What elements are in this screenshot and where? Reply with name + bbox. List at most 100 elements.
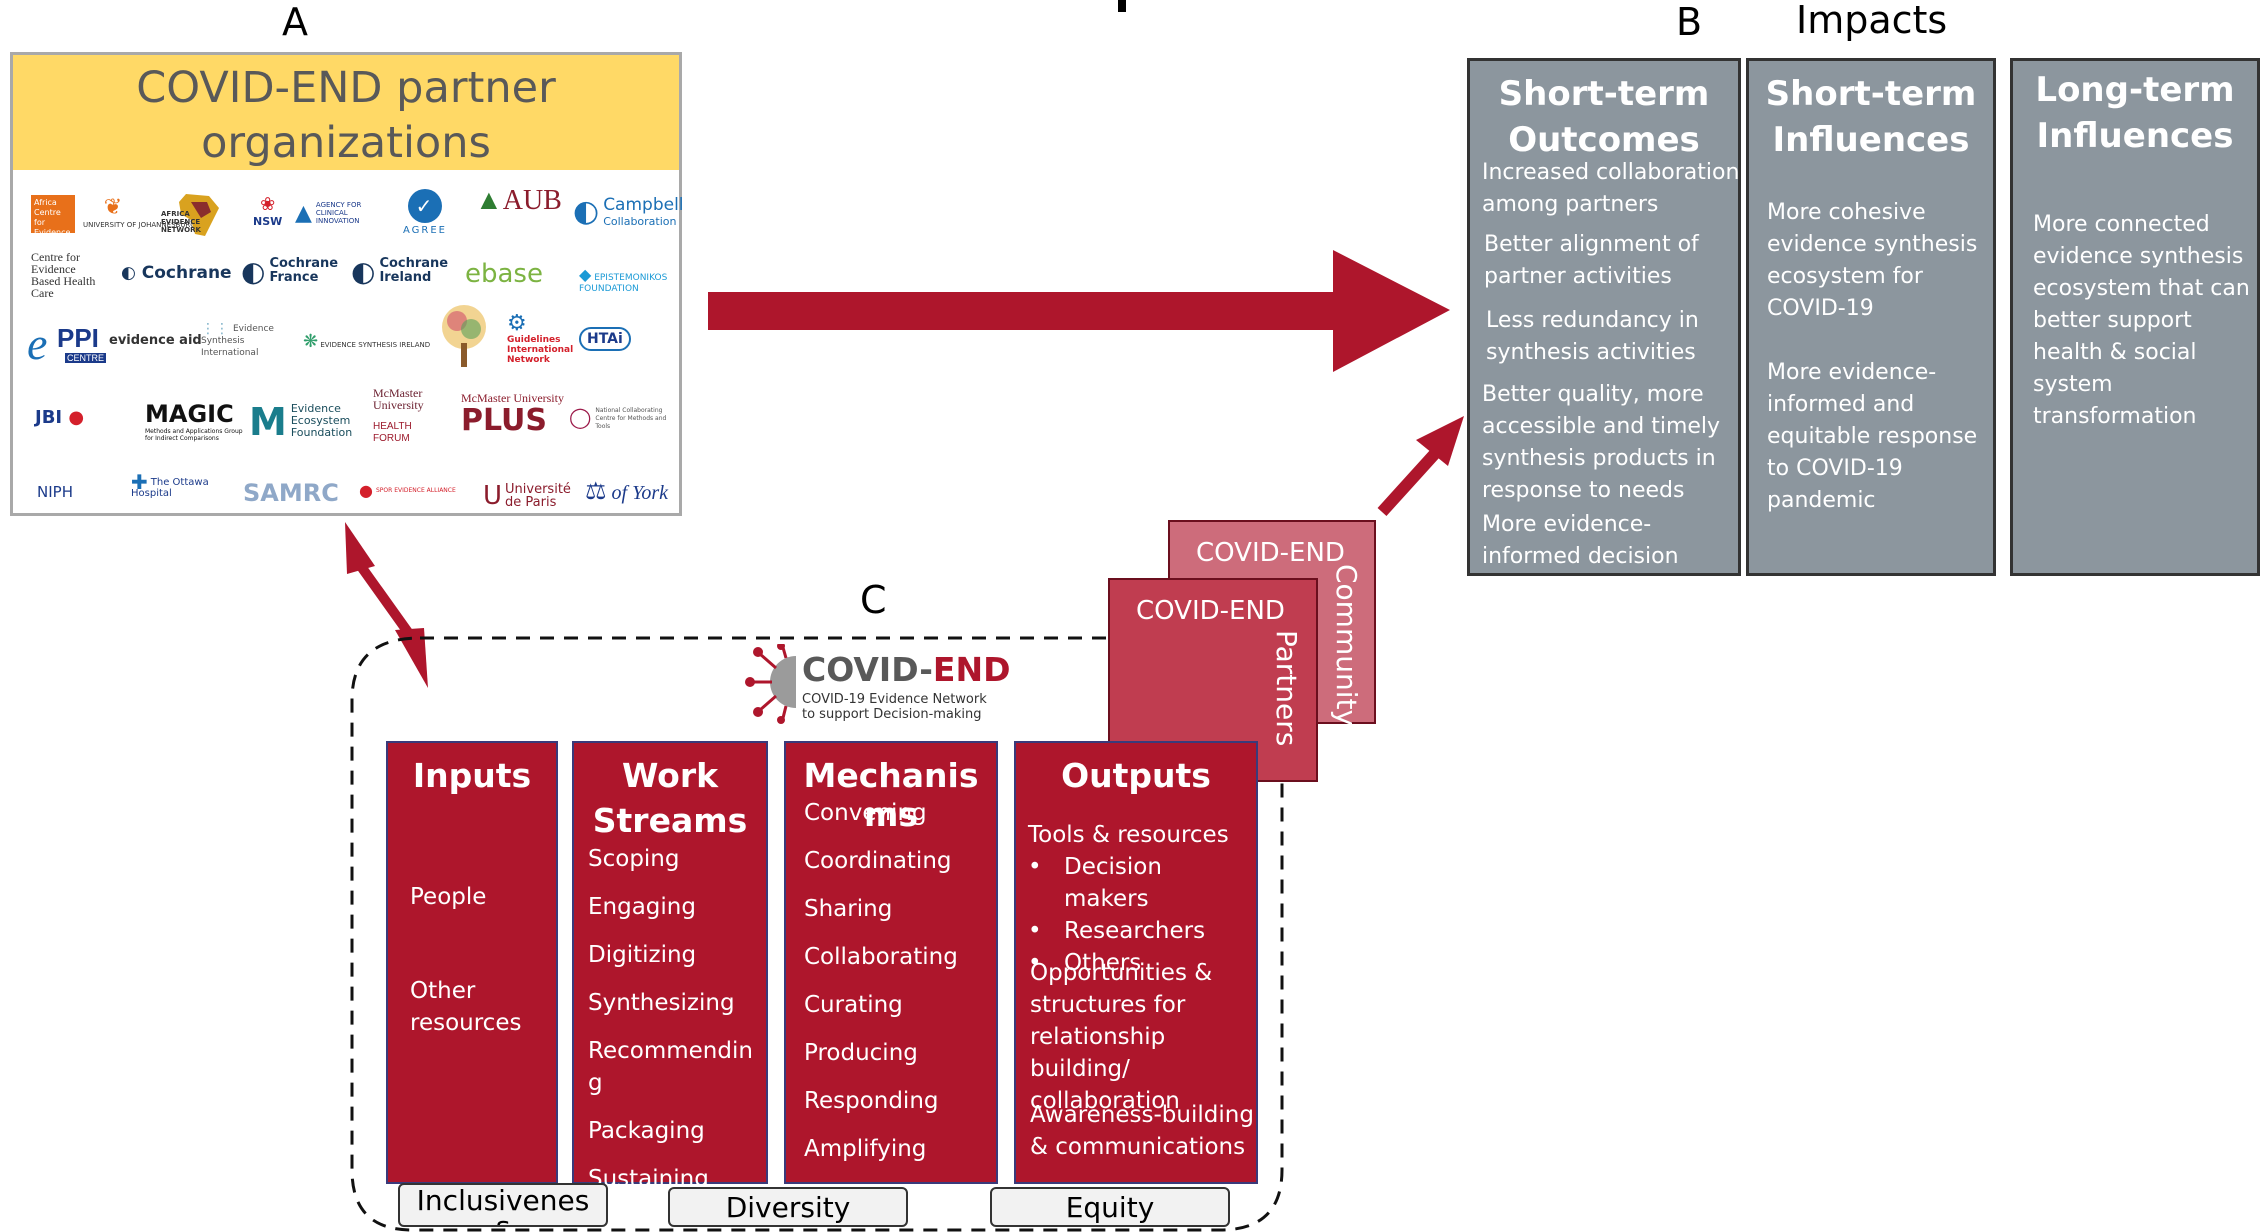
mechanism-item: Sharing [804, 896, 893, 922]
input-item: resources [410, 1010, 522, 1036]
work-stream-item: Engaging [588, 894, 696, 920]
logo-nsw: ❀NSW [253, 194, 283, 229]
partners-panel-header: COVID-END partner organizations [13, 55, 679, 170]
output-item: Decision [1064, 854, 1162, 880]
logo-ottawa-hospital: ✚The Ottawa Hospital [131, 470, 209, 499]
work-stream-item: Packaging [588, 1118, 705, 1144]
community-to-outcomes-arrow [1377, 443, 1445, 517]
section-label-b: B [1676, 0, 1703, 44]
logo-evidence-synthesis-ireland: ❋ EVIDENCE SYNTHESIS IRELAND [303, 331, 431, 352]
tree-icon [442, 305, 486, 367]
partners-to-impacts-arrow [708, 250, 1450, 372]
output-item: structures for [1030, 992, 1186, 1018]
mechanism-item: Coordinating [804, 848, 952, 874]
output-item: makers [1064, 886, 1149, 912]
partners-title-line2: organizations [201, 118, 491, 168]
bullet-icon: • [1028, 918, 1042, 944]
mechanism-item: Responding [804, 1088, 939, 1114]
mechanism-item: Amplifying [804, 1136, 927, 1162]
short-term-outcomes-title: Short-term Outcomes [1498, 74, 1710, 160]
logo-univ-johannesburg: ❦UNIVERSITY OF JOHANNESBURG [83, 195, 196, 229]
cedar-icon: ▲ [475, 185, 503, 216]
bullet-icon: • [1028, 854, 1042, 880]
impacts-label: Impacts [1796, 0, 1948, 42]
influence-item: More connected evidence synthesis ecosys… [2033, 212, 2250, 429]
nccmt-ring-icon: ◯ [569, 405, 592, 429]
output-item: Awareness-building [1030, 1102, 1254, 1128]
logo-epistemonikos: ◆ EPISTEMONIKOS FOUNDATION [579, 265, 668, 294]
influence-item: More evidence-informed and equitable res… [1767, 360, 1978, 513]
outputs-title: Outputs [1061, 756, 1211, 795]
output-item: collaboration [1030, 1088, 1180, 1114]
output-item: Researchers [1064, 918, 1206, 944]
section-label-a: A [282, 0, 308, 44]
section-label-c: C [860, 578, 887, 622]
bullet-icon: • [1028, 950, 1042, 976]
logo-niph: NIPH [37, 483, 73, 501]
arrowhead-down-icon [395, 628, 428, 688]
logo-ebase: ebase [465, 259, 543, 289]
outcome-item: Better quality, more accessible and time… [1482, 382, 1721, 503]
dots-cluster-icon: ❋ [303, 331, 319, 352]
cross-icon: ✚ [131, 470, 148, 494]
partners-title-line1: COVID-END partner [136, 63, 556, 113]
logo-africa-evidence-network: AFRICA EVIDENCE NETWORK [161, 190, 231, 244]
long-term-influences-box: Long-term Influences More connected evid… [2010, 58, 2260, 576]
work-stream-item: Digitizing [588, 942, 697, 968]
logo-jbi: JBI ● [35, 407, 85, 428]
mechanism-item: Curating [804, 992, 903, 1018]
eef-m-icon: M [249, 400, 287, 444]
logo-cochrane-france: ◐Cochrane France [241, 255, 339, 288]
input-item: People [410, 884, 487, 910]
virus-icon [745, 644, 796, 724]
inputs-column: Inputs People Other resources [386, 741, 558, 1184]
short-term-influences-box: Short-term Influences More cohesive evid… [1746, 58, 1996, 576]
logo-university-of-york: ⚖ of York [585, 479, 669, 505]
input-item: Other [410, 978, 476, 1004]
africa-map-icon [179, 194, 219, 236]
community-label: COVID-END [1196, 538, 1345, 568]
community-vertical-label: Community [1330, 564, 1363, 727]
inputs-title: Inputs [412, 756, 532, 795]
work-stream-item: Recommendin [588, 1038, 753, 1064]
output-item: Others [1064, 950, 1142, 976]
output-item: Tools & resources [1028, 822, 1229, 848]
equity-tab: Equity [990, 1187, 1230, 1227]
dots-icon: ⋮⋮ [201, 321, 229, 337]
partners-network-bidirectional-arrow [355, 562, 415, 638]
campbell-c-icon: ◐ [573, 194, 600, 229]
mechanism-item: Convening [804, 800, 927, 826]
arrowhead-up-icon [345, 522, 375, 574]
logo-evidence-aid: evidence aid [109, 333, 202, 348]
logo-africa-centre: Africa Centre for Evidence [31, 195, 75, 237]
logo-evidence-synthesis-international: ⋮⋮Evidence Synthesis International [201, 321, 274, 358]
logo-cebhc: Centre for Evidence Based Health Care [31, 250, 96, 300]
output-item: & communications [1030, 1134, 1246, 1160]
output-item: Opportunities & [1030, 960, 1213, 986]
arrowhead-upright-icon [1416, 416, 1464, 466]
mechanism-item: Producing [804, 1040, 918, 1066]
york-crest-icon: ⚖ [585, 479, 607, 505]
short-term-influences-title: Short-term Influences [1765, 74, 1977, 160]
partners-label: COVID-END [1136, 596, 1285, 626]
influence-item: More cohesive evidence synthesis ecosyst… [1767, 200, 1978, 321]
jbi-swoosh-icon: ● [68, 407, 85, 428]
work-stream-item: Synthesizing [588, 990, 735, 1016]
partner-organizations-panel: COVID-END partner organizations Africa C… [10, 52, 684, 516]
epistemonikos-icon: ◆ [579, 265, 592, 284]
diversity-tab: Diversity [668, 1187, 908, 1227]
work-stream-item: Scoping [588, 846, 680, 872]
logo-htai: HTAi [579, 327, 631, 351]
cochrane-icon: ◐ [241, 255, 266, 288]
logo-guidelines-international-network: ⚙Guidelines International Network [507, 313, 577, 366]
logo-samrc: SAMRC [243, 479, 339, 507]
output-item: building/ [1030, 1056, 1130, 1082]
outcome-item: Increased collaboration among partners [1482, 160, 1740, 217]
